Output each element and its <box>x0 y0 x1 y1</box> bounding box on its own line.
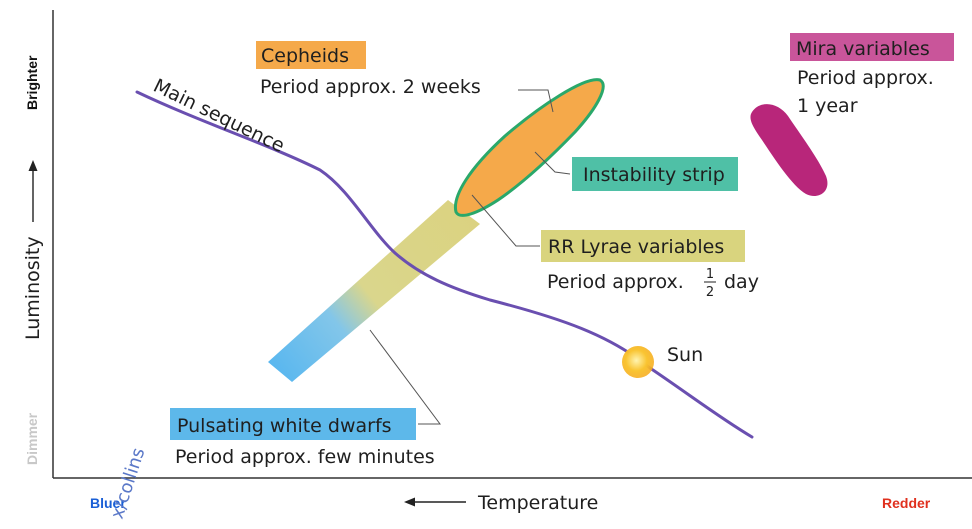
sun-label: Sun <box>667 344 703 366</box>
mira-period-line2: 1 year <box>797 95 858 117</box>
y-axis-title: Luminosity <box>22 236 44 340</box>
cepheids-leader-line <box>518 89 554 113</box>
mira-variables-region <box>750 104 828 196</box>
x-axis-redder: Redder <box>882 495 931 511</box>
instability-leader-line <box>534 151 571 175</box>
handwritten-annotation: x/collins <box>107 445 150 521</box>
mira-period-line1: Period approx. <box>797 67 934 89</box>
mira-title: Mira variables <box>796 38 930 60</box>
rr-lyrae-frac-num: 1 <box>706 267 714 282</box>
x-axis-title: Temperature <box>477 492 598 514</box>
cepheid-region <box>453 78 605 217</box>
y-axis-arrow <box>28 160 38 222</box>
instability-strip-label: Instability strip <box>583 164 725 186</box>
white-dwarfs-title: Pulsating white dwarfs <box>177 415 392 437</box>
instability-strip-box <box>572 157 738 191</box>
rr-lyrae-leader-line <box>471 194 540 247</box>
white-dwarfs-leader-line <box>369 329 441 425</box>
sun-icon <box>622 346 654 378</box>
x-axis-arrow <box>404 497 466 507</box>
rr-lyrae-period-prefix: Period approx. <box>547 271 684 293</box>
cepheids-period: Period approx. 2 weeks <box>260 76 481 98</box>
white-dwarfs-period: Period approx. few minutes <box>175 446 435 468</box>
rr-lyrae-box <box>541 230 745 262</box>
main-sequence-curve <box>135 90 754 439</box>
cepheids-title: Cepheids <box>261 45 349 67</box>
rr-lyrae-frac-den: 2 <box>706 285 714 300</box>
rr-lyrae-period-suffix: day <box>724 271 759 293</box>
y-axis-dimmer: Dimmer <box>24 412 40 465</box>
white-dwarfs-box <box>170 408 416 440</box>
x-axis-bluer: Bluer <box>90 495 126 511</box>
cepheids-box <box>256 41 366 69</box>
rr-lyrae-title: RR Lyrae variables <box>548 236 724 258</box>
y-axis-brighter: Brighter <box>24 55 40 110</box>
mira-box <box>790 33 954 61</box>
instability-strip-band <box>268 200 480 382</box>
